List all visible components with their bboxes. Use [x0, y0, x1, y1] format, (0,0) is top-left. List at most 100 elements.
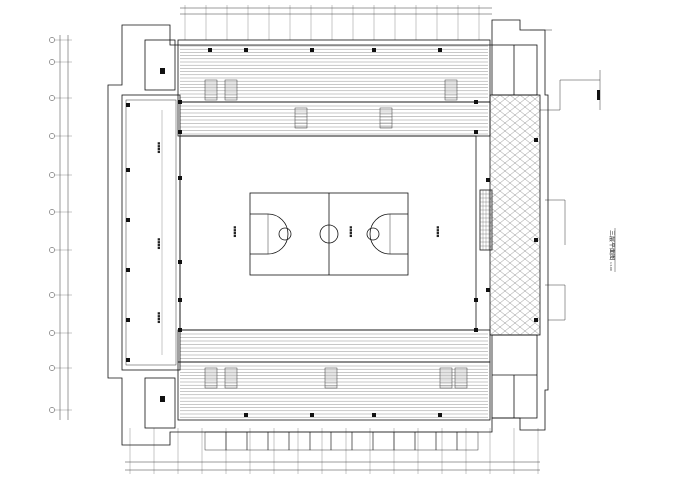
svg-text:■■■■: ■■■■ [349, 226, 353, 238]
hatch-cell [519, 310, 531, 320]
hatch-cell [509, 246, 521, 256]
grid-bubble [49, 330, 55, 336]
south-bay [309, 431, 332, 451]
hatch-cell [519, 190, 531, 200]
hatch-cell [509, 318, 521, 328]
hatch-cell [489, 142, 501, 152]
hatch-cell [509, 94, 521, 104]
hatch-cell [529, 182, 541, 192]
hatch-cell [509, 126, 521, 136]
hatch-cell [509, 326, 521, 336]
column [126, 168, 130, 172]
hatch-cell [499, 150, 511, 160]
hatch-cell [489, 294, 501, 304]
hatch-cell [529, 94, 541, 104]
hatch-cell [499, 166, 511, 176]
column [474, 298, 478, 302]
seating-aisle-stair [224, 367, 238, 389]
hatch-cell [509, 230, 521, 240]
hatch-cell [529, 142, 541, 152]
basketball-court [249, 192, 409, 276]
hatch-cell [529, 302, 541, 312]
hatch-cell [529, 318, 541, 328]
hatch-cell [519, 294, 531, 304]
hatch-cell [529, 126, 541, 136]
hatch-cell [509, 110, 521, 120]
grid-bubble [49, 292, 55, 298]
hatch-cell [509, 238, 521, 248]
east-rooms [491, 44, 538, 419]
hatch-cell [529, 238, 541, 248]
hatch-cell [489, 158, 501, 168]
svg-text:■■■■: ■■■■ [157, 312, 161, 324]
seating-aisle-stair [454, 367, 468, 389]
hatch-cell [519, 326, 531, 336]
hatch-cell [499, 102, 511, 112]
northwest-stair-core [144, 39, 176, 91]
hatch-cell [519, 238, 531, 248]
hatch-cell [529, 190, 541, 200]
hatch-cell [499, 286, 511, 296]
hatch-cell [489, 150, 501, 160]
drawing-scale: 1:100 [609, 262, 613, 271]
hatch-cell [509, 294, 521, 304]
south-seating-block [177, 329, 491, 421]
seating-aisle-stair [294, 107, 308, 129]
hatch-cell [489, 94, 501, 104]
hatch-cell [499, 270, 511, 280]
hatch-cell [519, 110, 531, 120]
hatch-cell [509, 198, 521, 208]
hatch-cell [499, 206, 511, 216]
column [474, 328, 478, 332]
hatch-cell [529, 286, 541, 296]
hatch-cell [519, 158, 531, 168]
grid-bubble [49, 95, 55, 101]
south-bay [456, 431, 479, 451]
column [178, 328, 182, 332]
hatch-cell [509, 142, 521, 152]
hatch-cell [489, 318, 501, 328]
south-bay [393, 431, 416, 451]
hatch-cell [519, 102, 531, 112]
hatch-cell [519, 134, 531, 144]
hatch-cell [499, 118, 511, 128]
hatch-cell [489, 198, 501, 208]
hatch-cell [519, 278, 531, 288]
column [534, 138, 538, 142]
column [178, 260, 182, 264]
hatch-cell [499, 278, 511, 288]
hatch-cell [509, 286, 521, 296]
hatch-cell [519, 254, 531, 264]
hatch-cell [519, 246, 531, 256]
left-dimension-chain [49, 35, 72, 420]
south-bay [267, 431, 290, 451]
hatch-cell [529, 214, 541, 224]
hatch-cell [529, 254, 541, 264]
hatch-cell [499, 262, 511, 272]
hatch-cell [499, 126, 511, 136]
hatch-cell [519, 126, 531, 136]
hatch-cell [519, 150, 531, 160]
hatch-cell [489, 102, 501, 112]
hatch-cell [489, 286, 501, 296]
hatch-cell [529, 150, 541, 160]
column [178, 298, 182, 302]
hatch-cell [509, 302, 521, 312]
hatch-cell [509, 206, 521, 216]
hatch-cell [489, 118, 501, 128]
hatch-cell [519, 286, 531, 296]
hatch-cell [529, 294, 541, 304]
hatch-cell [489, 214, 501, 224]
column [208, 48, 212, 52]
seating-aisle-stair [224, 79, 238, 101]
hatch-cell [489, 190, 501, 200]
column [126, 218, 130, 222]
hatch-cell [529, 198, 541, 208]
hatch-cell [499, 294, 511, 304]
hatch-cell [529, 158, 541, 168]
top-dimension-chain [180, 5, 492, 40]
column [310, 48, 314, 52]
drawing-title: 三层平面图 [608, 230, 615, 260]
hatch-cell [509, 190, 521, 200]
hatch-cell [519, 94, 531, 104]
